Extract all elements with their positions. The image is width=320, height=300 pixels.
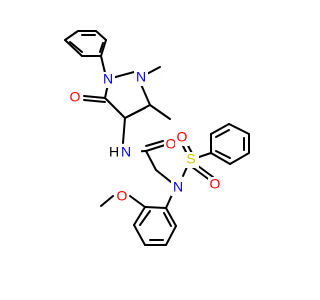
bond-c-methyl: [149, 104, 171, 120]
bond-amide-carbonyl-1: [145, 144, 166, 152]
atom-label-nh-n: N: [121, 144, 131, 160]
label-bg-n2: [134, 70, 148, 86]
atom-label-o5: O: [117, 188, 128, 204]
label-bg-o1: [68, 90, 82, 106]
bond-ome-to-methyl: [100, 195, 114, 207]
bond-phenyl-4: [100, 39, 107, 57]
label-bg-n3: [171, 180, 185, 196]
bond-phenyl-1: [64, 30, 79, 41]
bond-sphenyl-3: [228, 123, 250, 135]
bond-aryl-1: [144, 206, 167, 209]
bond-sphenyl-5: [229, 152, 250, 165]
bond-ring-n-n: [111, 71, 135, 79]
pyrazole-n2-label: N: [134, 69, 148, 86]
sulfonyl-oxygen-left-label: O: [175, 129, 189, 146]
atom-label-n2: N: [136, 69, 146, 85]
bond-carbonyl-2: [83, 99, 106, 103]
label-bg-s: [183, 152, 199, 168]
atom-label-o3: O: [177, 129, 188, 145]
bond-phenyl-6: [64, 39, 83, 57]
atom-label-o4: O: [210, 176, 221, 192]
label-bg-n1: [101, 72, 115, 88]
pyrazolone-carbonyl-oxygen-label: O: [68, 89, 82, 106]
bond-carbonyl-1: [83, 95, 106, 99]
bond-phenyl-3: [95, 30, 107, 41]
bond-aryl-6: [165, 207, 177, 227]
label-bg-o2: [164, 137, 178, 153]
bond-aryl-3: [133, 224, 146, 246]
label-bg-o5: [115, 189, 129, 205]
bond-ring-c-co: [104, 97, 126, 119]
bond-ring-to-nh: [122, 117, 126, 144]
bond-amide-carbonyl-2: [145, 140, 164, 147]
bond-aryl-to-ome: [129, 195, 146, 208]
bond-phenyl-double-c: [99, 42, 104, 53]
atom-label-o2: O: [166, 136, 177, 152]
atom-label-n1: N: [103, 71, 113, 87]
methoxy-oxygen-label: O: [115, 188, 129, 205]
bond-sphenyl-6: [210, 152, 231, 165]
sulfonyl-oxygen-right-label: O: [208, 176, 222, 193]
bond-carbonyl-to-ch2: [145, 150, 157, 171]
amide-carbonyl-oxygen-label: O: [164, 136, 178, 153]
molecule-structure-diagram: O N N H N O N S O: [64, 30, 250, 246]
atom-label-nh-h: H: [109, 144, 119, 160]
bond-sphenyl-double-c: [215, 150, 231, 159]
atom-label-s: S: [186, 151, 195, 167]
bond-phenyl-double-b: [69, 41, 83, 53]
pyrazole-n1-label: N: [101, 71, 115, 88]
bond-aryl-2: [133, 206, 146, 226]
amide-nh-label: H N: [109, 144, 141, 162]
bond-sphenyl-2: [210, 123, 230, 135]
atom-label-o1: O: [70, 89, 81, 105]
bond-aryl-double-a: [139, 210, 151, 226]
atom-label-n3: N: [173, 179, 183, 195]
bond-aryl-5: [165, 225, 177, 246]
label-bg-nh: [111, 144, 141, 162]
atom-label-layer: O N N H N O N S O: [68, 69, 222, 205]
label-bg-o4: [208, 177, 222, 193]
bond-sphenyl-double-a: [215, 129, 230, 138]
sulfonamide-n-label: N: [171, 179, 185, 196]
bond-aryl-double-c: [163, 212, 172, 227]
bond-ring-c-c-double-inner: [126, 107, 146, 118]
bond-layer: [64, 30, 250, 246]
sulfur-label: S: [183, 151, 199, 168]
label-bg-o3: [175, 130, 189, 146]
